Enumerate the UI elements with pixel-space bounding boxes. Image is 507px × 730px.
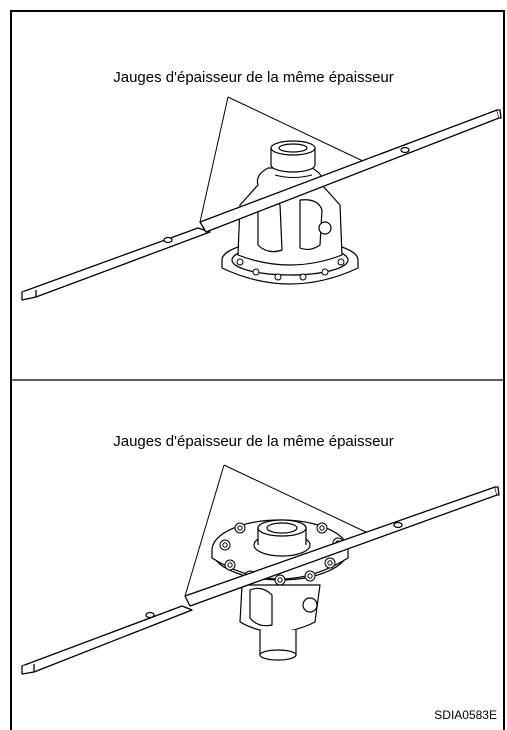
bottom-leader-lines [184, 464, 371, 597]
top-feeler-gauges [21, 109, 502, 301]
figure-frame [10, 10, 505, 730]
top-leader-lines [199, 96, 366, 223]
bottom-panel-label: Jauges d'épaisseur de la même épaisseur [113, 433, 394, 450]
top-panel-label: Jauges d'épaisseur de la même épaisseur [113, 69, 394, 86]
bottom-feeler-gauges [21, 486, 500, 675]
figure-code: SDIA0583E [434, 708, 497, 722]
